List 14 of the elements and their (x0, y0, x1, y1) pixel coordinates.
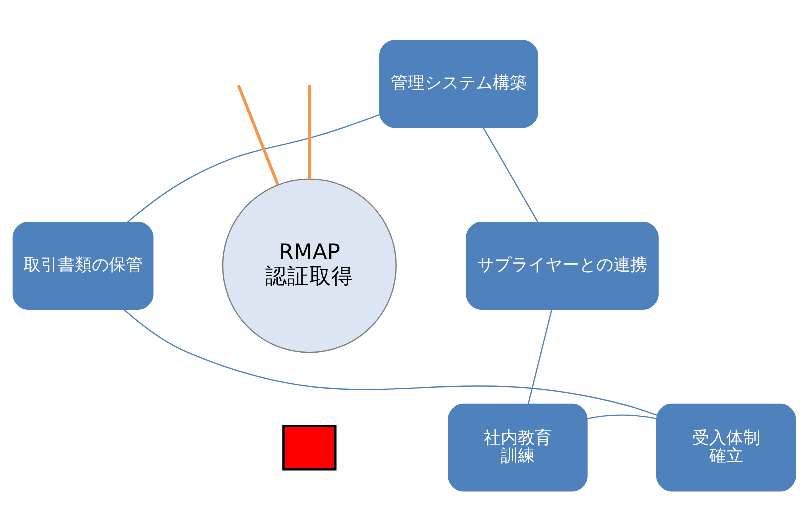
connector (483, 128, 539, 223)
connector (308, 86, 312, 180)
node-box: サプライヤーとの連携 (466, 222, 659, 310)
connector (124, 309, 658, 416)
connector (237, 84, 280, 186)
node-box: 管理システム構築 (380, 40, 538, 128)
node-box: 社内教育 訓練 (448, 404, 588, 492)
connector (127, 114, 380, 224)
node-circle: RMAP 認証取得 (222, 178, 397, 354)
connector (528, 310, 553, 405)
node-box: 受入体制 確立 (656, 404, 796, 492)
node-box: 取引書類の保管 (12, 222, 154, 310)
node-box (282, 424, 337, 471)
connector (587, 414, 658, 420)
